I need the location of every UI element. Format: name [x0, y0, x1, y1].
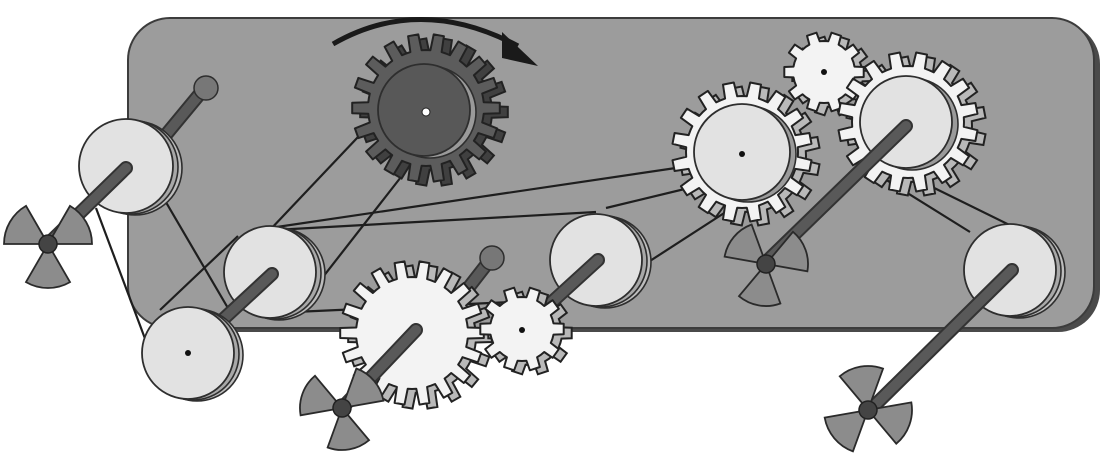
- axle-cap-bottom-gear: [480, 246, 504, 270]
- axle-cap-top-left: [194, 76, 218, 100]
- drive-gear-center-hole: [422, 108, 430, 116]
- gear-bottom-small-center-dot: [519, 327, 525, 333]
- gear-small-top-center-dot: [821, 69, 827, 75]
- pulley-bottom-left: [142, 307, 243, 401]
- gear-middle-top-center-dot: [739, 151, 745, 157]
- pulley-bottom-left-center-dot: [185, 350, 191, 356]
- gear-middle-top-hub: [694, 104, 796, 202]
